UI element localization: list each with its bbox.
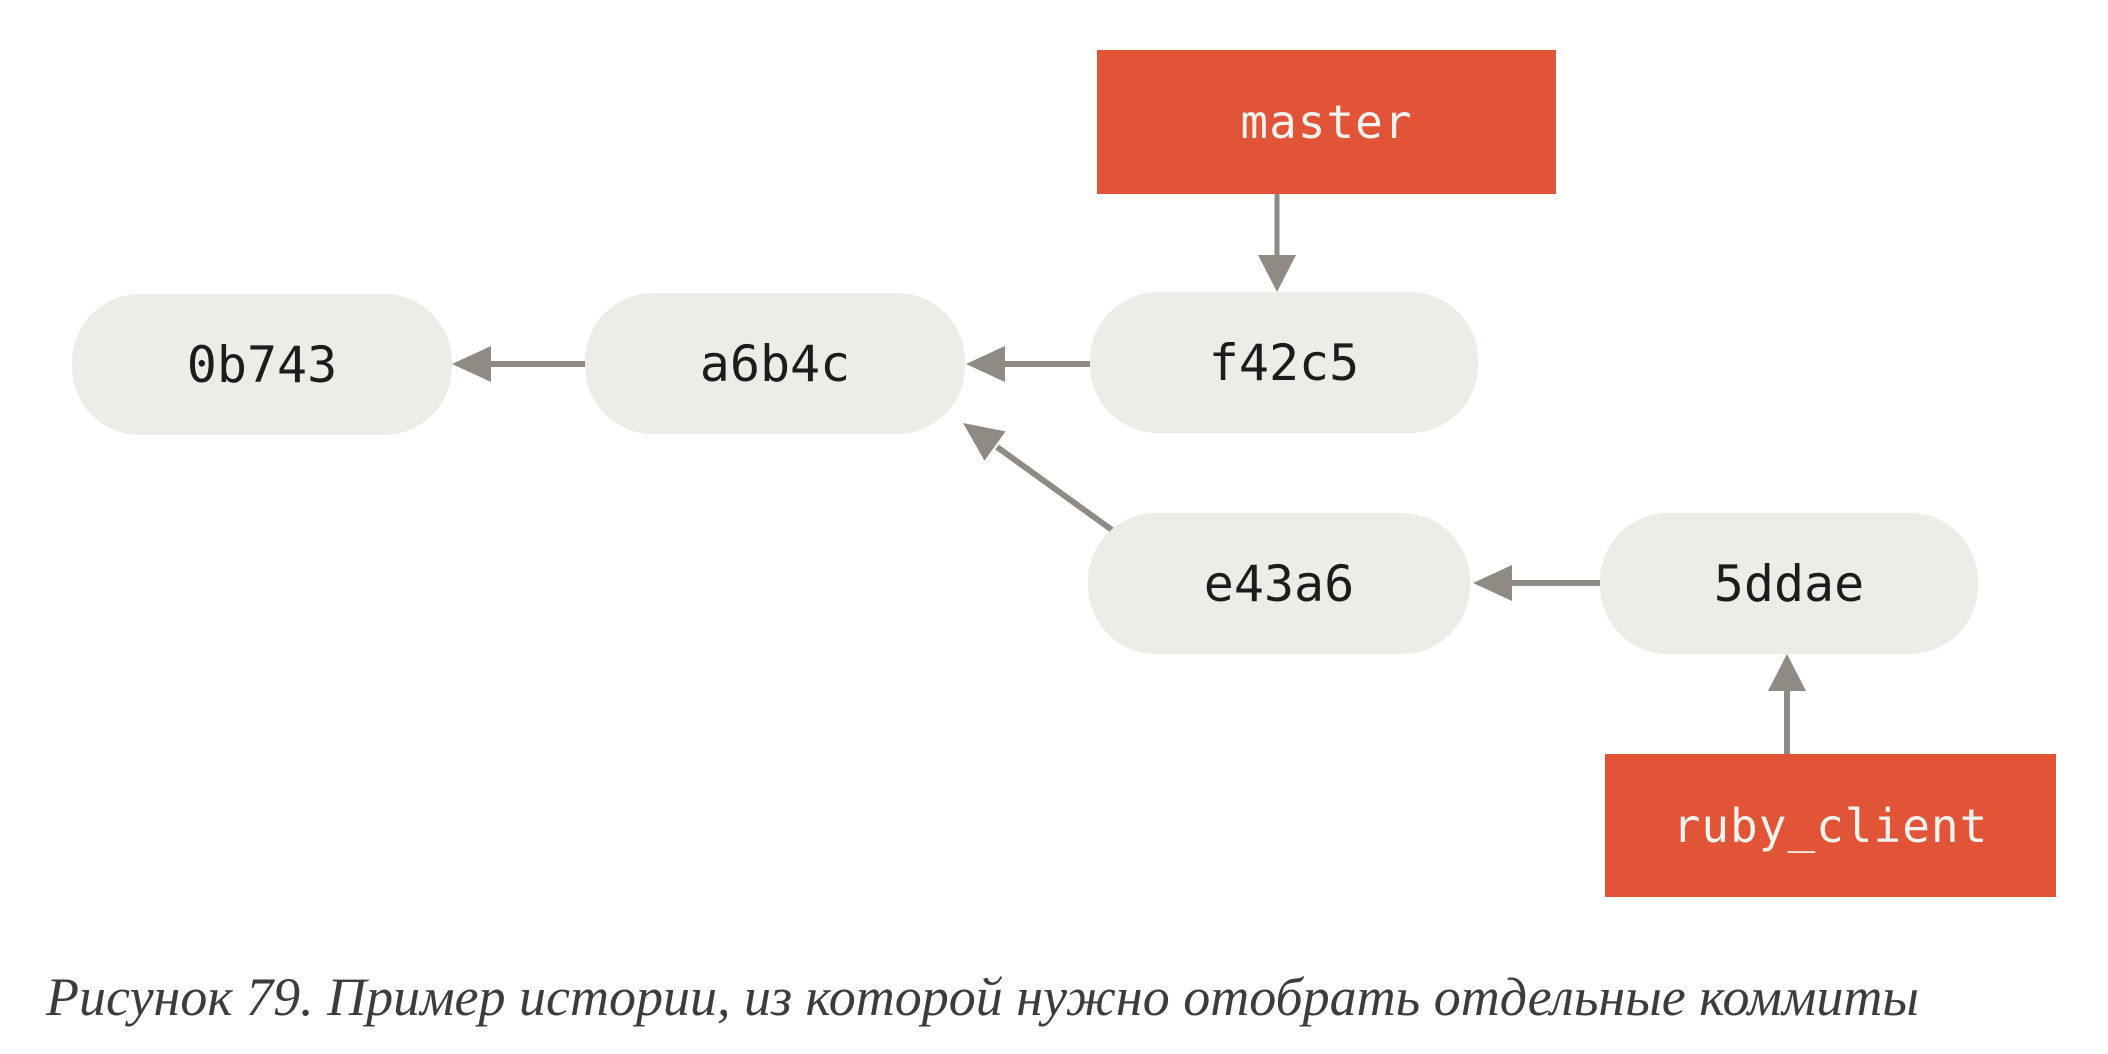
- commit-label: e43a6: [1203, 554, 1355, 613]
- arrow-a6b4c-to-0b743: [452, 346, 585, 382]
- commit-node-e43a6: e43a6: [1088, 513, 1470, 654]
- arrow-master-to-f42c5: [1258, 194, 1296, 292]
- arrow-f42c5-to-a6b4c: [966, 346, 1090, 382]
- commit-node-f42c5: f42c5: [1090, 292, 1478, 433]
- commit-label: f42c5: [1208, 333, 1360, 392]
- arrow-5ddae-to-e43a6: [1473, 565, 1603, 601]
- commit-label: 5ddae: [1713, 554, 1865, 613]
- commit-node-a6b4c: a6b4c: [585, 293, 965, 434]
- commit-node-5ddae: 5ddae: [1600, 513, 1978, 654]
- branch-box-master: master: [1097, 50, 1556, 194]
- figure-caption: Рисунок 79. Пример истории, из которой н…: [46, 967, 1919, 1027]
- commit-node-0b743: 0b743: [72, 294, 452, 435]
- arrow-e43a6-to-a6b4c: [963, 423, 1114, 533]
- commit-label: a6b4c: [699, 334, 851, 393]
- branch-label: ruby_client: [1672, 798, 1989, 853]
- commit-label: 0b743: [186, 335, 338, 394]
- branch-box-ruby-client: ruby_client: [1605, 754, 2056, 897]
- branch-label: master: [1240, 95, 1413, 149]
- arrow-ruby-client-to-5ddae: [1768, 654, 1806, 754]
